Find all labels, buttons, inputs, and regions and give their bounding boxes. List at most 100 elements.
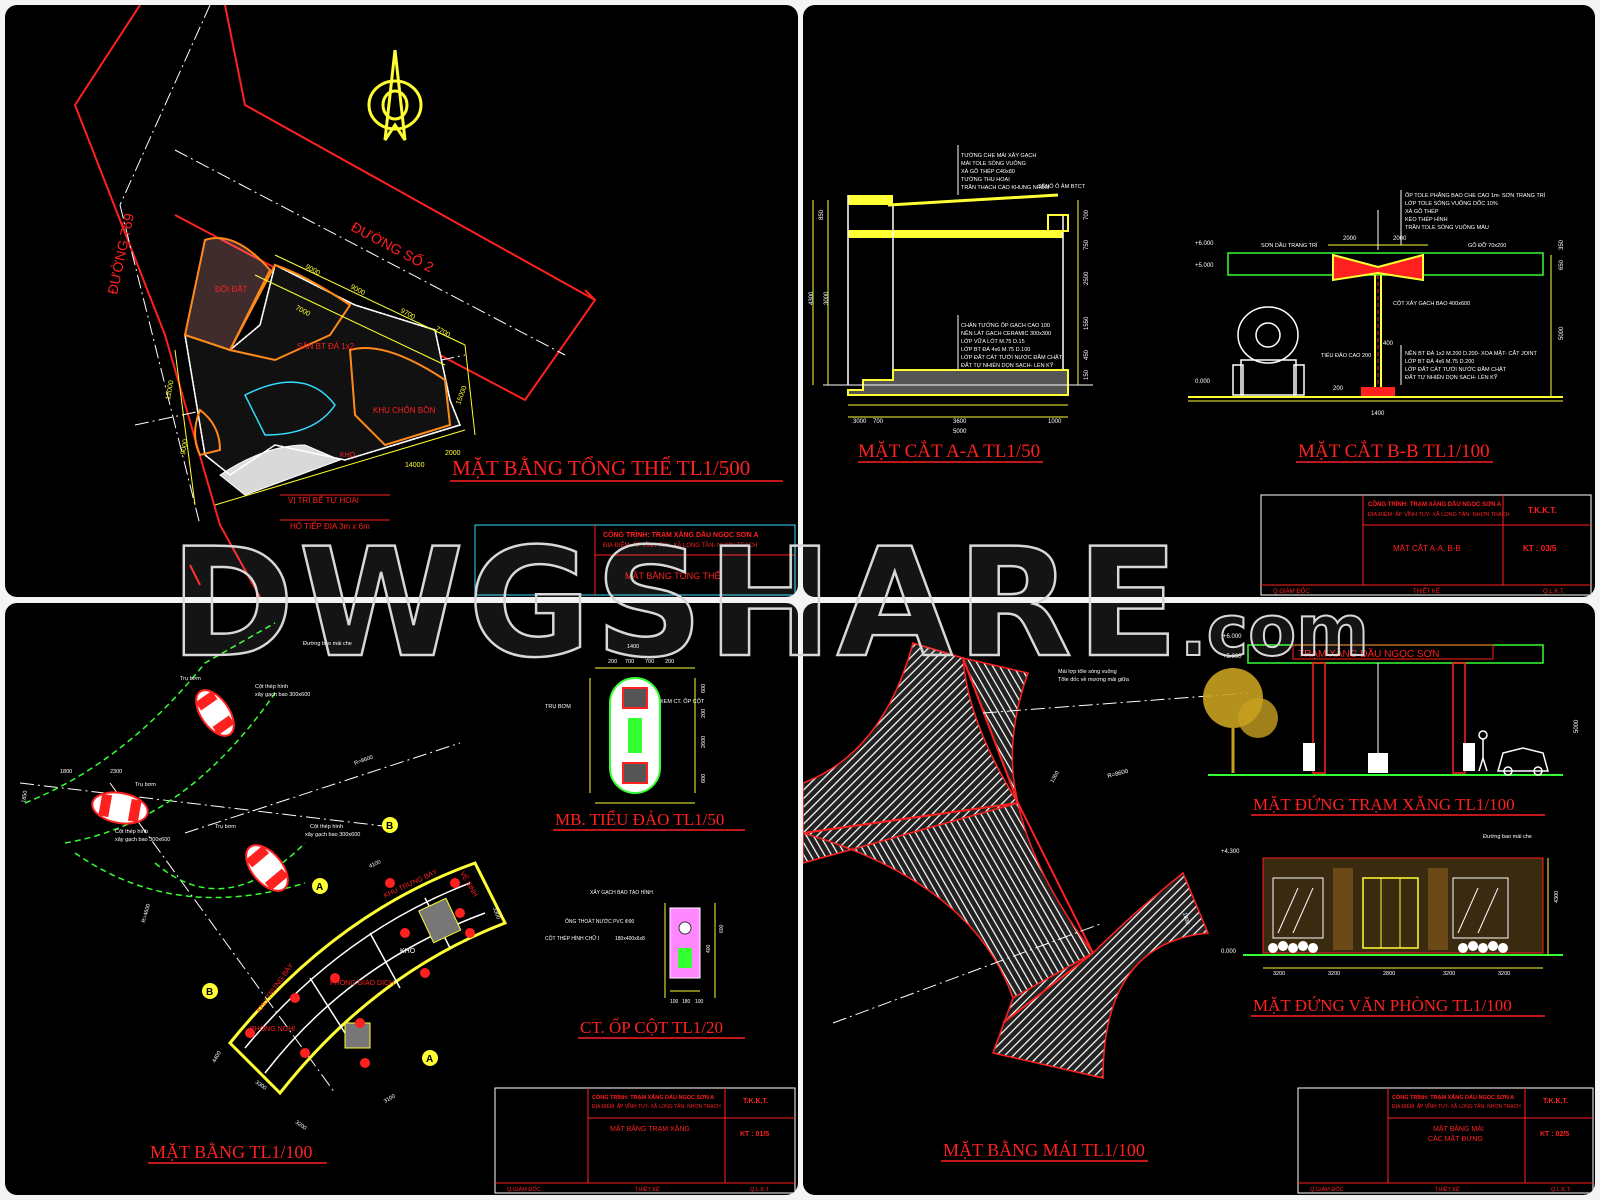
dim-a-1: 3000: [853, 419, 867, 425]
note-col-1b: xây gạch bao 300x600: [255, 692, 310, 698]
tb-address: ĐỊA ĐIỂM: ẤP VĨNH TUY- XÃ LONG TÂN- NHƠN…: [592, 1103, 721, 1110]
note-col-2: Cột thép hình: [115, 829, 148, 835]
dim-p-5: 3300: [491, 907, 501, 921]
dimension-lines: [174, 254, 476, 506]
column-detail: XÂY GẠCH BAO TẠO HÌNH ỐNG THOÁT NƯỚC PVC…: [545, 889, 725, 1005]
roof-radius: R=8600: [1107, 768, 1130, 779]
dim-b-2: 2000: [1393, 236, 1407, 242]
note-a-top-2: MÁI TOLE SÓNG VUÔNG: [961, 160, 1026, 167]
island-dim-3: 700: [625, 659, 634, 665]
dim-10: 2000: [445, 450, 461, 457]
dim-a-8: 850: [819, 209, 825, 220]
dim-1: 9000: [304, 264, 321, 278]
plan-dims: 2300 1800 1850 4100 3300 3300 3200 3100 …: [21, 769, 501, 1132]
hill-label: ĐỒI ĐẤT: [215, 284, 248, 294]
dim-a-4: 1000: [1048, 419, 1062, 425]
col-dim-2: 180: [682, 999, 691, 1005]
person-icon: [1478, 730, 1488, 772]
dim-b-3: 1400: [1371, 411, 1385, 417]
dim-9: 14000: [405, 462, 425, 469]
roof-note-2: Tôle dốc về mương mái giữa: [1058, 677, 1130, 683]
section-a-title: MẶT CẮT A-A TL1/50: [858, 440, 1040, 462]
note-column: CỘT XÂY GẠCH BAO 400x600: [1393, 300, 1470, 307]
radius2-label: R=4600: [141, 903, 152, 923]
dim-p-3: 1850: [21, 790, 29, 803]
office-dim-3: 2800: [1383, 971, 1395, 977]
office-elevation-title: MẶT ĐỨNG VĂN PHÒNG TL1/100: [1253, 996, 1512, 1015]
tb-address: ĐỊA ĐIỂM: ẤP VĨNH TUY- XÃ LONG TÂN- NHƠN…: [1368, 511, 1510, 518]
note-pump-3: Trụ bơm: [215, 824, 236, 830]
tank-area-label: KHU CHÔN BỒN: [373, 405, 435, 415]
note-a-bottom-5: LỚP ĐẤT CÁT TƯỚI NƯỚC ĐẦM CHẶT: [961, 354, 1063, 361]
tb-sheet-no: KT : 03/5: [1523, 544, 1557, 553]
island-note-detail: XEM CT. ỐP CỘT: [660, 698, 705, 705]
tb-project: CÔNG TRÌNH: TRẠM XĂNG DẦU NGỌC SƠN A: [603, 529, 758, 539]
site-plan-title: MẶT BẰNG TỔNG THỂ TL1/500: [452, 456, 750, 480]
dim-a-9: 700: [1084, 209, 1090, 220]
elev-level-5000: +5.000: [1223, 654, 1242, 660]
dim-p-2: 1800: [60, 769, 72, 775]
note-b-bottom-2: LỚP BT ĐÁ 4x6 M.75 D.200: [1405, 358, 1474, 365]
dim-p-4: 4100: [368, 859, 382, 870]
col-note-4: 180x400x6x8: [615, 936, 645, 942]
roof-title: MẶT BẰNG MÁI TL1/100: [943, 1139, 1145, 1160]
dim-6: 15000: [455, 385, 468, 406]
tb-tkkt: T.K.K.T.: [743, 1098, 768, 1105]
level-5000: +5.000: [1195, 263, 1214, 269]
dim-p-9: 4400: [212, 1050, 223, 1064]
canopy-outline: [24, 622, 306, 899]
tb-sig-manager: Q.L.K.T.: [1543, 589, 1565, 595]
dim-b-7: 650: [1559, 259, 1565, 270]
office-dim-5: 3200: [1498, 971, 1510, 977]
section-b-title: MẶT CẮT B-B TL1/100: [1298, 440, 1490, 462]
site-plan-panel: ĐƯỜNG 769 ĐƯỜNG SỐ 2 ĐỒI ĐẤT SÂN BT ĐÁ 1…: [5, 5, 798, 597]
col-dim-3: 100: [695, 999, 704, 1005]
room-storage: KHO: [400, 948, 416, 955]
tb-sig-manager: Q.L.K.T.: [750, 1187, 770, 1193]
tb-sig-manager: Q.L.K.T.: [1551, 1187, 1571, 1193]
title-block: CÔNG TRÌNH: TRẠM XĂNG DẦU NGỌC SƠN A ĐỊA…: [494, 1087, 796, 1194]
elev-dim-1: 5000: [1574, 719, 1580, 733]
floor-plan-panel: B A B A PHÒNG GIAO DỊCH PHÒNG NGHỈ KHO K…: [5, 603, 798, 1195]
tb-sheet-name: MẶT BẰNG TỔNG THỂ: [625, 570, 721, 581]
note-b-top-1: ỐP TOLE PHẲNG BAO CHE CAO 1m- SƠN TRANG …: [1405, 192, 1546, 199]
island-dim-4: 700: [645, 659, 654, 665]
note-col-3: Cột thép hình: [310, 824, 343, 830]
marker-a-bottom: A: [426, 1054, 433, 1065]
tb-sheet-name-2: CÁC MẶT ĐỨNG: [1428, 1134, 1483, 1143]
tb-project: CÔNG TRÌNH: TRẠM XĂNG DẦU NGỌC SƠN A: [592, 1093, 714, 1101]
section-a-a: [812, 193, 1093, 418]
room-wc: VỆ SINH: [458, 870, 480, 899]
level-0000: 0.000: [1195, 379, 1211, 385]
col-dim-4: 600: [719, 924, 725, 933]
section-panel: TƯỜNG CHE MÁI XÂY GẠCH MÁI TOLE SÓNG VUÔ…: [803, 5, 1595, 597]
column-title: CT. ỐP CỘT TL1/20: [580, 1018, 723, 1037]
note-a-top-4: TƯỜNG THU HOẠI: [961, 176, 1010, 183]
island-dim-8: 2600: [701, 736, 707, 748]
dim-p-7: 3200: [294, 1120, 307, 1132]
tb-sig-director: Q.GIÁM ĐỐC: [1310, 1186, 1344, 1193]
section-b-b: [1188, 210, 1563, 402]
marker-b-bottom: B: [206, 987, 213, 998]
pump-islands: [91, 689, 289, 892]
room-rest: PHÒNG NGHỈ: [250, 1024, 295, 1033]
note-b-top-4: KÈO THÉP HÌNH: [1405, 216, 1448, 223]
note-a-bottom-3: LỚP VỮA LÓT M.75 D.15: [961, 338, 1025, 345]
section-markers: B A B A: [202, 817, 438, 1066]
site-plan-drawing: ĐƯỜNG 769 ĐƯỜNG SỐ 2 ĐỒI ĐẤT SÂN BT ĐÁ 1…: [73, 5, 796, 597]
dim-b-5: 200: [1333, 386, 1344, 392]
note-a-bottom-2: NỀN LÁT GẠCH CERAMIC 300x300: [961, 330, 1051, 337]
office-dim-h: 4300: [1554, 891, 1560, 903]
dim-b-1: 2000: [1343, 236, 1357, 242]
note-seno: SÊNÔ Ô ÂM BTCT: [1038, 182, 1086, 190]
dim-b-6: 400: [1383, 341, 1394, 347]
office-elevation: Đường bao mái che +4.300 0.000 4300 3200…: [1050, 770, 1563, 977]
station-elevation-title: MẶT ĐỨNG TRẠM XĂNG TL1/100: [1253, 795, 1515, 814]
radius-label: R=8600: [354, 755, 374, 767]
section-a-dims: 3000 700 3600 1000 5000 4300 3000 850 70…: [809, 209, 1090, 435]
note-beam: GỖ ĐỠ 70x200: [1468, 242, 1506, 249]
room-transaction: PHÒNG GIAO DỊCH: [330, 978, 394, 987]
note-pump-1: Trụ bơm: [180, 676, 201, 682]
section-a-notes: TƯỜNG CHE MÁI XÂY GẠCH MÁI TOLE SÓNG VUÔ…: [957, 145, 1086, 370]
road-2-label: ĐƯỜNG SỐ 2: [349, 218, 437, 276]
